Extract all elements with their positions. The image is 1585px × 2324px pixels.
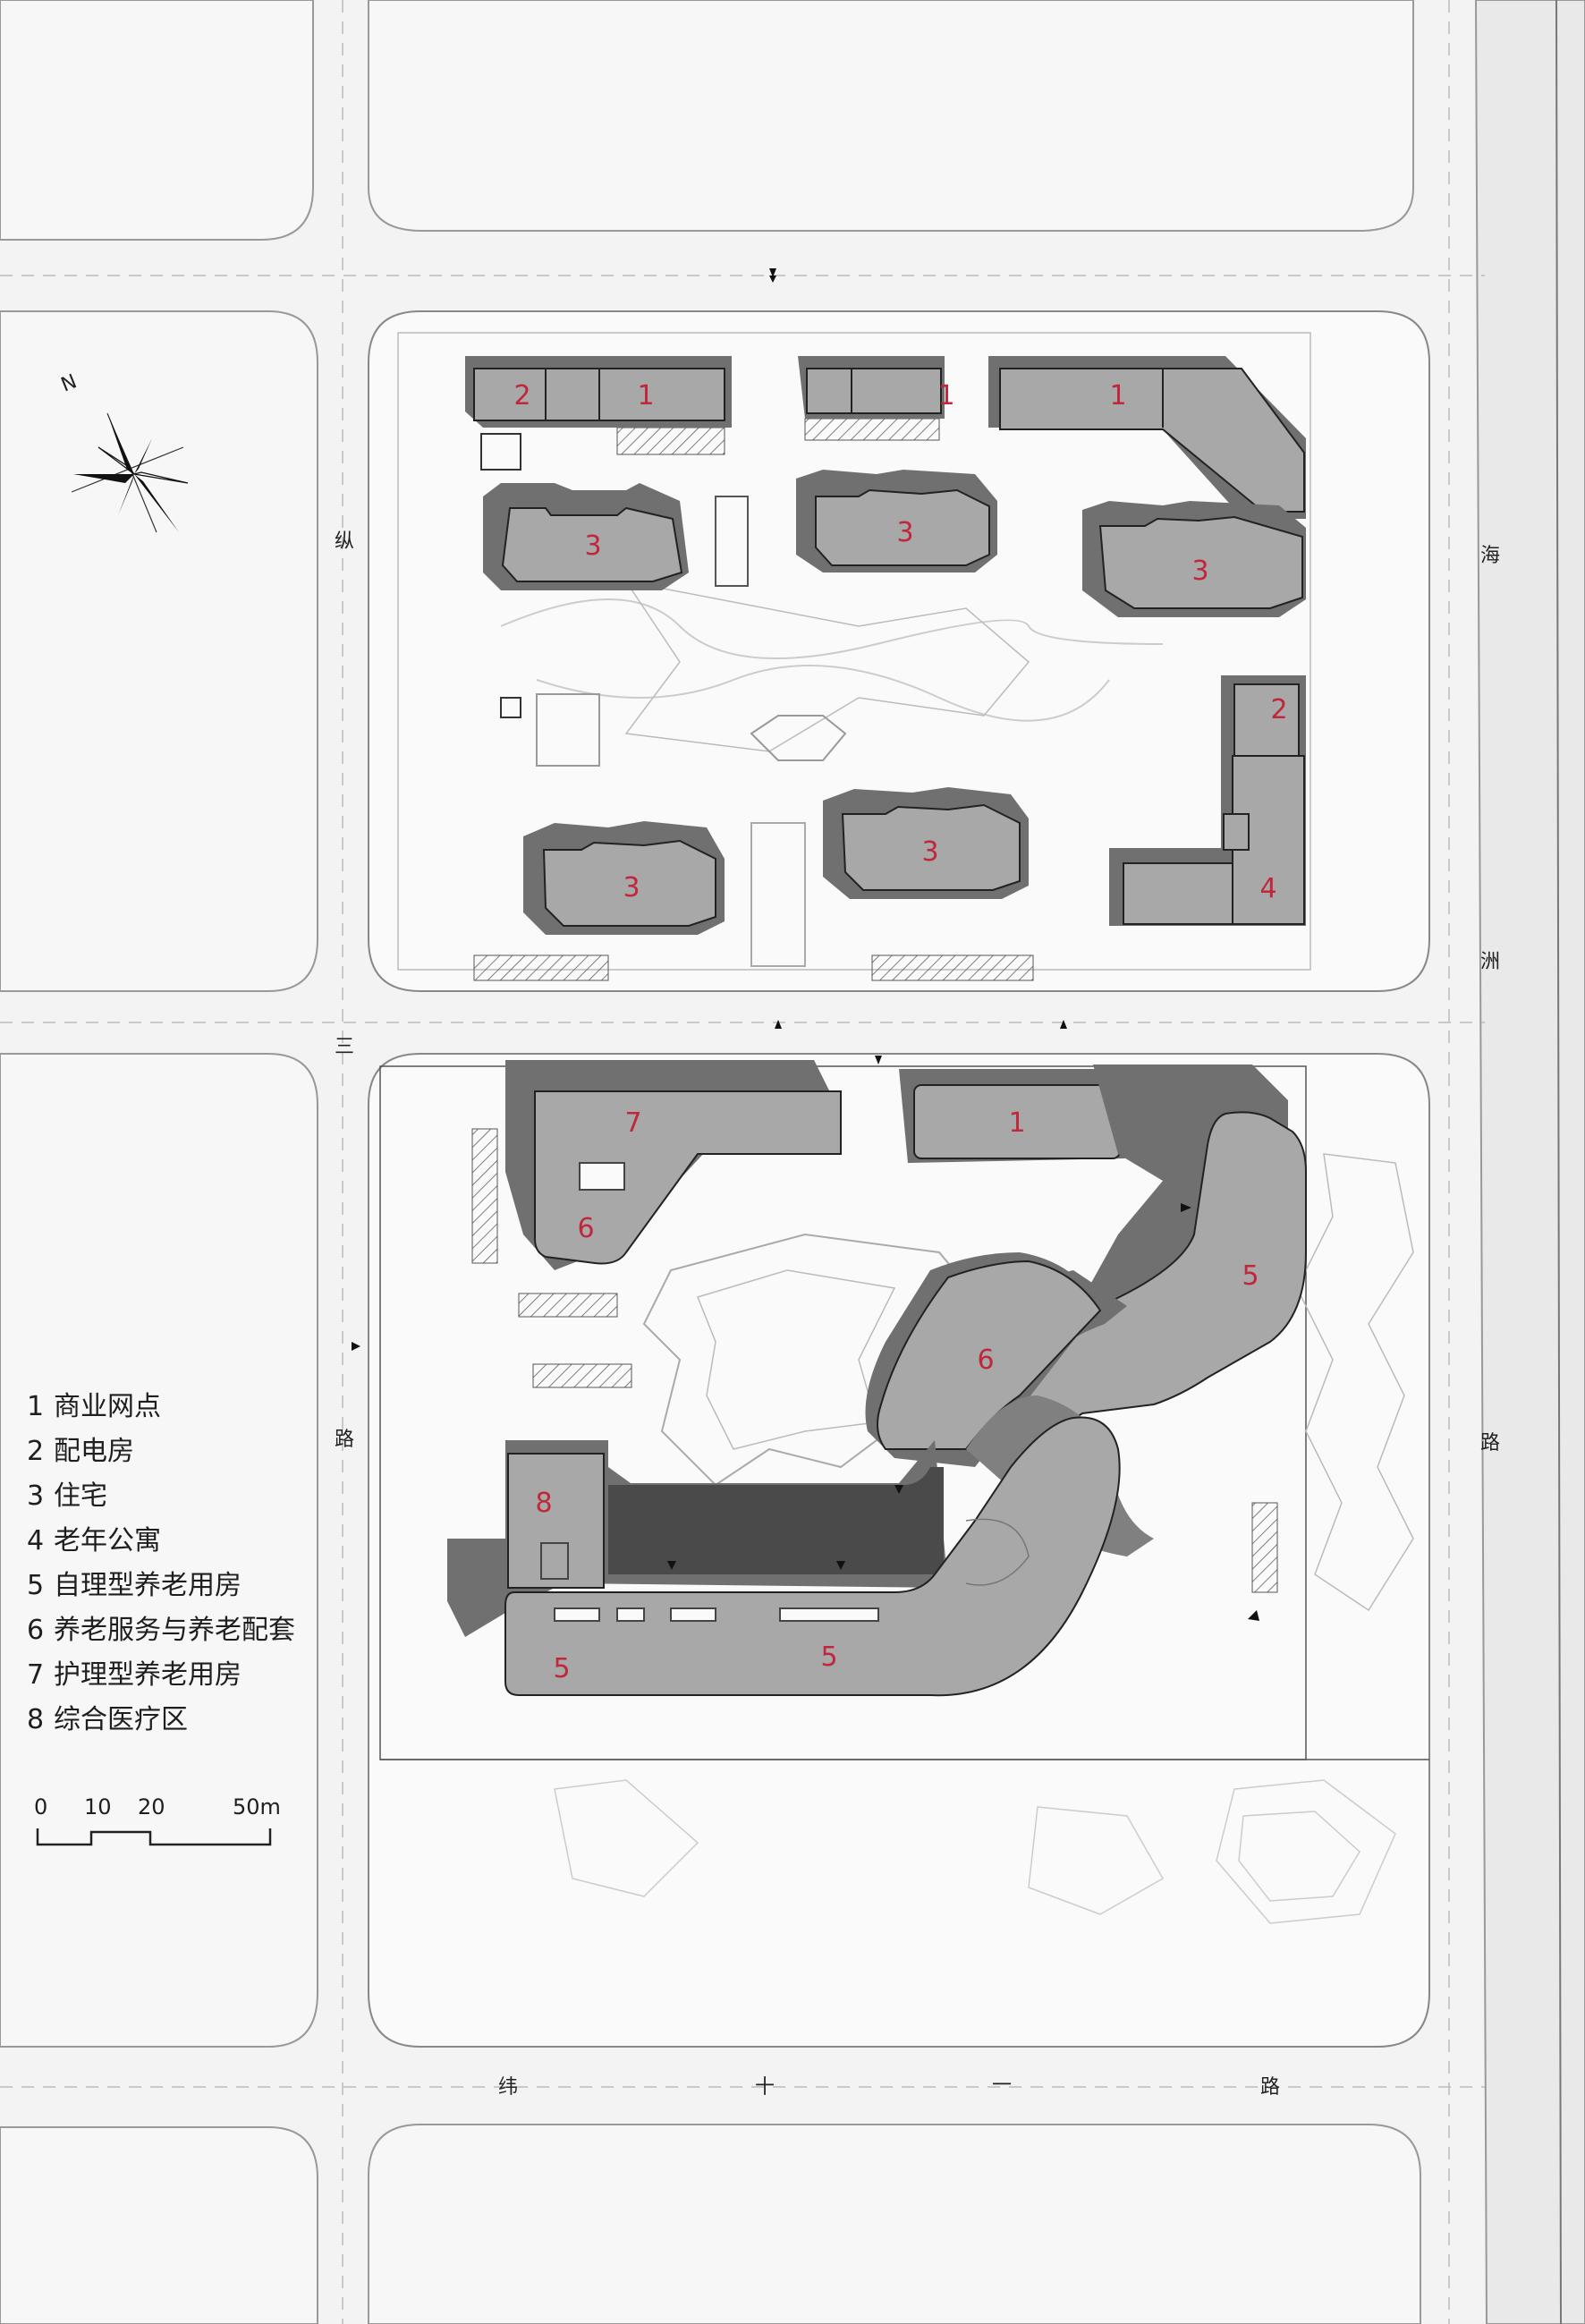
label-r5: 3	[921, 836, 938, 868]
legend-item: 8 综合医疗区	[27, 1698, 295, 1743]
legend-label: 自理型养老用房	[54, 1570, 242, 1601]
label-b5a: 5	[1242, 1260, 1259, 1292]
road-labels: 纵 三 路 海 洲 路 纬 十 一 路	[335, 530, 1500, 2099]
scale-tick-0: 0	[34, 1794, 48, 1819]
label-b8: 8	[535, 1488, 552, 1519]
scale-bar: 0 10 20 50m	[34, 1794, 284, 1857]
legend-label: 护理型养老用房	[54, 1659, 242, 1691]
road-label-east-2: 洲	[1480, 951, 1500, 973]
legend-number: 6	[27, 1615, 45, 1646]
legend-item: 5 自理型养老用房	[27, 1564, 295, 1608]
label-b1c: 1	[937, 380, 954, 411]
building-labels: 2 1 1 1 3 3 3 2 3 3 4 7 1 6 5 6 8 5 5	[513, 380, 1287, 1684]
road-label-south-4: 路	[1260, 2076, 1280, 2099]
label-b1e: 1	[1008, 1107, 1025, 1139]
label-b7: 7	[624, 1107, 641, 1139]
road-label-west-2: 三	[335, 1036, 354, 1058]
road-label-east-1: 海	[1480, 545, 1500, 567]
legend-number: 7	[27, 1659, 45, 1691]
label-b4: 4	[1259, 873, 1276, 904]
road-centerlines	[0, 0, 1485, 2324]
legend-item: 2 配电房	[27, 1429, 295, 1474]
legend-item: 3 住宅	[27, 1474, 295, 1519]
north-arrow-icon: N	[58, 370, 189, 533]
legend-number: 2	[27, 1436, 45, 1467]
north-parcel	[368, 310, 1430, 992]
legend-item: 7 护理型养老用房	[27, 1653, 295, 1698]
label-b6a: 6	[577, 1213, 594, 1244]
legend-number: 3	[27, 1480, 45, 1512]
arrow-icon	[769, 268, 776, 277]
road-label-south-2: 十	[755, 2076, 775, 2099]
scale-tick-20: 20	[138, 1794, 165, 1819]
label-r1: 3	[584, 530, 601, 562]
legend-label: 配电房	[54, 1436, 134, 1467]
legend-label: 综合医疗区	[54, 1704, 188, 1735]
label-b1a: 2	[513, 380, 530, 411]
legend-item: 6 养老服务与养老配套	[27, 1608, 295, 1653]
label-r3: 3	[1191, 556, 1208, 587]
legend-number: 1	[27, 1391, 45, 1422]
legend-label: 商业网点	[54, 1391, 161, 1422]
scale-tick-10: 10	[84, 1794, 112, 1819]
road-label-east-3: 路	[1480, 1432, 1500, 1455]
legend: 1 商业网点 2 配电房 3 住宅 4 老年公寓 5 自理型养老用房 6 养老服务与养老配套…	[27, 1385, 295, 1743]
label-b1b: 1	[637, 380, 654, 411]
scale-bar-graphic	[36, 1828, 272, 1846]
label-r2: 3	[896, 517, 913, 548]
road-label-south-1: 纬	[498, 2076, 518, 2099]
north-buildings	[465, 356, 1306, 935]
legend-number: 4	[27, 1525, 45, 1556]
legend-number: 5	[27, 1570, 45, 1601]
road-label-west-1: 纵	[335, 530, 354, 553]
label-b1d: 1	[1109, 380, 1126, 411]
legend-label: 住宅	[54, 1480, 107, 1512]
legend-number: 8	[27, 1704, 45, 1735]
label-b5c: 5	[820, 1641, 837, 1673]
legend-label: 老年公寓	[54, 1525, 161, 1556]
road-label-west-3: 路	[335, 1429, 354, 1451]
legend-item: 4 老年公寓	[27, 1519, 295, 1564]
entrance-arrows	[352, 268, 1259, 1621]
label-r4: 3	[623, 872, 640, 903]
legend-item: 1 商业网点	[27, 1385, 295, 1429]
legend-label: 养老服务与养老配套	[54, 1615, 295, 1646]
label-b2: 2	[1270, 694, 1287, 725]
label-b6b: 6	[977, 1344, 994, 1376]
road-label-south-3: 一	[992, 2074, 1012, 2097]
label-b5b: 5	[553, 1653, 570, 1684]
scale-tick-50: 50m	[233, 1794, 281, 1819]
south-buildings	[447, 1060, 1307, 1697]
